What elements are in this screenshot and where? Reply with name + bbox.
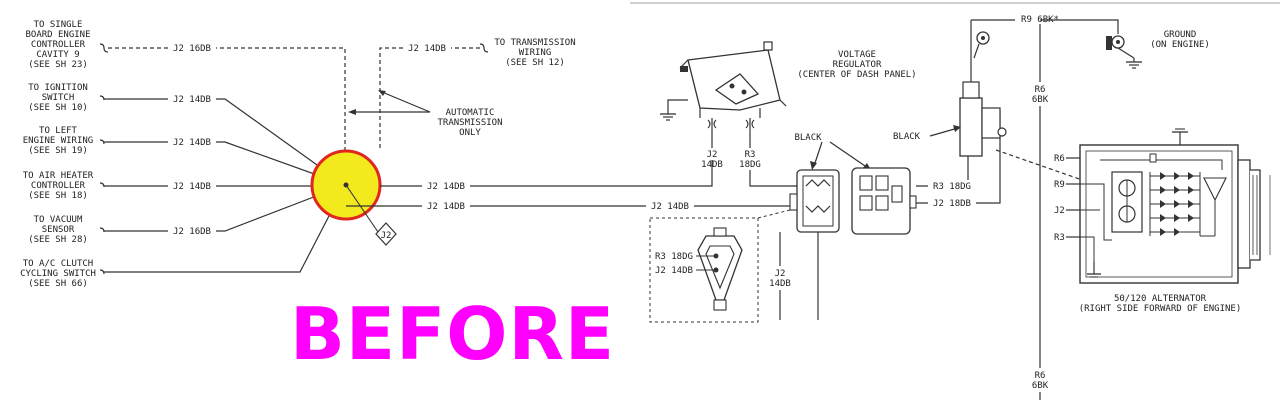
auto-trans-note: AUTOMATIC TRANSMISSION ONLY — [348, 90, 503, 138]
center-lower-label: J2 14DB — [427, 202, 465, 212]
inset-connector — [696, 227, 743, 311]
wire-ignition — [104, 98, 346, 186]
center-lower-right-label: J2 14DB — [651, 202, 689, 212]
left-label-vacuum-sensor: TO VACUUM SENSOR (SEE SH 28) — [28, 215, 88, 245]
svg-text:TO VACUUM: TO VACUUM — [34, 215, 83, 225]
svg-text:(ON ENGINE): (ON ENGINE) — [1150, 40, 1210, 50]
svg-text:J2 16DB: J2 16DB — [173, 227, 211, 237]
alternator-title: 50/120 ALTERNATOR — [1114, 294, 1207, 304]
ground-label: GROUND — [1164, 30, 1197, 40]
svg-text:(SEE SH 18): (SEE SH 18) — [28, 191, 88, 201]
regulator-left-wire: J2 14DB — [701, 118, 723, 170]
svg-text:SWITCH: SWITCH — [42, 93, 75, 103]
engine-ground — [1040, 19, 1142, 69]
svg-text:6BK: 6BK — [1032, 381, 1049, 391]
relay-to-alternator-dashed — [995, 149, 1089, 183]
left-label-air-heater: TO AIR HEATER CONTROLLER (SEE SH 18) — [23, 171, 94, 201]
svg-text:J2: J2 — [707, 150, 718, 160]
left-label-controller: TO SINGLE BOARD ENGINE CONTROLLER CAVITY… — [25, 20, 90, 70]
svg-text:CONTROLLER: CONTROLLER — [31, 40, 86, 50]
svg-text:TO IGNITION: TO IGNITION — [28, 83, 88, 93]
svg-text:REGULATOR: REGULATOR — [833, 60, 882, 70]
before-banner: BEFORE — [290, 292, 616, 376]
svg-text:R3: R3 — [745, 150, 756, 160]
svg-text:J2: J2 — [381, 231, 392, 241]
left-label-ac-clutch: TO A/C CLUTCH CYCLING SWITCH (SEE SH 66) — [20, 259, 96, 289]
svg-text:(RIGHT SIDE FORWARD OF ENGINE): (RIGHT SIDE FORWARD OF ENGINE) — [1079, 304, 1242, 314]
wire-vacuum — [104, 184, 346, 232]
transmission-label: TO TRANSMISSION WIRING (SEE SH 12) — [494, 38, 575, 68]
svg-text:CYCLING SWITCH: CYCLING SWITCH — [20, 269, 96, 279]
svg-text:J2: J2 — [1054, 206, 1065, 216]
splice-tag: J2 — [375, 222, 397, 246]
connector-braces — [99, 43, 109, 275]
svg-text:R9: R9 — [1054, 180, 1065, 190]
svg-text:TRANSMISSION: TRANSMISSION — [437, 118, 502, 128]
wire-transmission-dashed — [379, 47, 480, 150]
svg-text:(SEE SH 12): (SEE SH 12) — [505, 58, 565, 68]
svg-text:(SEE SH 19): (SEE SH 19) — [28, 146, 88, 156]
svg-text:R6: R6 — [1054, 154, 1065, 164]
svg-text:R3: R3 — [1054, 233, 1065, 243]
alternator-terminal-labels: R6 R9 J2 R3 — [1054, 154, 1065, 243]
svg-text:BOARD ENGINE: BOARD ENGINE — [25, 30, 90, 40]
svg-text:TO TRANSMISSION: TO TRANSMISSION — [494, 38, 575, 48]
r6-mid-label: R6 — [1035, 85, 1046, 95]
wire-engine-wiring — [104, 141, 346, 186]
svg-text:SENSOR: SENSOR — [42, 225, 75, 235]
splice-highlight — [310, 149, 382, 233]
svg-text:6BK: 6BK — [1032, 95, 1049, 105]
svg-text:J2 14DB: J2 14DB — [173, 138, 211, 148]
svg-text:CAVITY 9: CAVITY 9 — [36, 50, 79, 60]
black-label-center: BLACK — [794, 133, 871, 170]
left-wire-labels: J2 16DB J2 14DB J2 14DB J2 14DB J2 16DB — [168, 42, 216, 237]
r3-right-label: R3 18DG — [933, 182, 971, 192]
center-upper-label: J2 14DB — [427, 182, 465, 192]
svg-text:14DB: 14DB — [701, 160, 723, 170]
svg-text:(CENTER OF DASH PANEL): (CENTER OF DASH PANEL) — [797, 70, 916, 80]
alternator — [1066, 128, 1271, 284]
svg-text:TO LEFT: TO LEFT — [39, 126, 78, 136]
regulator-right-wire: R3 18DG — [739, 118, 761, 170]
svg-text:TO SINGLE: TO SINGLE — [34, 20, 83, 30]
svg-text:(SEE SH 23): (SEE SH 23) — [28, 60, 88, 70]
wire-center-upper — [380, 160, 713, 187]
svg-text:ONLY: ONLY — [459, 128, 481, 138]
svg-text:(SEE SH 28): (SEE SH 28) — [28, 235, 88, 245]
wire-r3-to-connector — [749, 170, 797, 187]
svg-text:CONTROLLER: CONTROLLER — [31, 181, 86, 191]
svg-text:(SEE SH 66): (SEE SH 66) — [28, 279, 88, 289]
svg-text:TO AIR HEATER: TO AIR HEATER — [23, 171, 94, 181]
voltage-regulator — [679, 41, 787, 118]
r6-bottom-label: R6 — [1035, 371, 1046, 381]
svg-text:AUTOMATIC: AUTOMATIC — [446, 108, 495, 118]
svg-text:18DG: 18DG — [739, 160, 761, 170]
inset-j2-label: J2 14DB — [655, 266, 693, 276]
inset-box — [649, 217, 759, 323]
svg-text:J2 14DB: J2 14DB — [173, 95, 211, 105]
svg-text:TO A/C CLUTCH: TO A/C CLUTCH — [23, 259, 93, 269]
left-label-ignition: TO IGNITION SWITCH (SEE SH 10) — [28, 83, 88, 113]
svg-text:J2 14DB: J2 14DB — [173, 182, 211, 192]
transmission-wire-label: J2 14DB — [408, 44, 446, 54]
black-label-right: BLACK — [893, 132, 921, 142]
inset-r3-label: R3 18DG — [655, 252, 693, 262]
svg-text:(SEE SH 10): (SEE SH 10) — [28, 103, 88, 113]
svg-text:14DB: 14DB — [769, 279, 791, 289]
svg-text:BLACK: BLACK — [794, 133, 822, 143]
j2-right-label: J2 18DB — [933, 199, 971, 209]
left-label-engine-wiring: TO LEFT ENGINE WIRING (SEE SH 19) — [23, 126, 93, 156]
relay-component — [959, 19, 1040, 157]
svg-text:WIRING: WIRING — [519, 48, 552, 58]
connector-left — [789, 169, 840, 233]
svg-text:VOLTAGE: VOLTAGE — [838, 50, 876, 60]
svg-text:J2 16DB: J2 16DB — [173, 44, 211, 54]
regulator-title: VOLTAGE REGULATOR (CENTER OF DASH PANEL) — [797, 50, 916, 80]
vertical-j2-label: J2 — [775, 269, 786, 279]
wire-ac-clutch — [104, 184, 346, 273]
regulator-ground-left — [660, 99, 688, 121]
svg-text:ENGINE WIRING: ENGINE WIRING — [23, 136, 93, 146]
connector-right — [851, 167, 917, 235]
